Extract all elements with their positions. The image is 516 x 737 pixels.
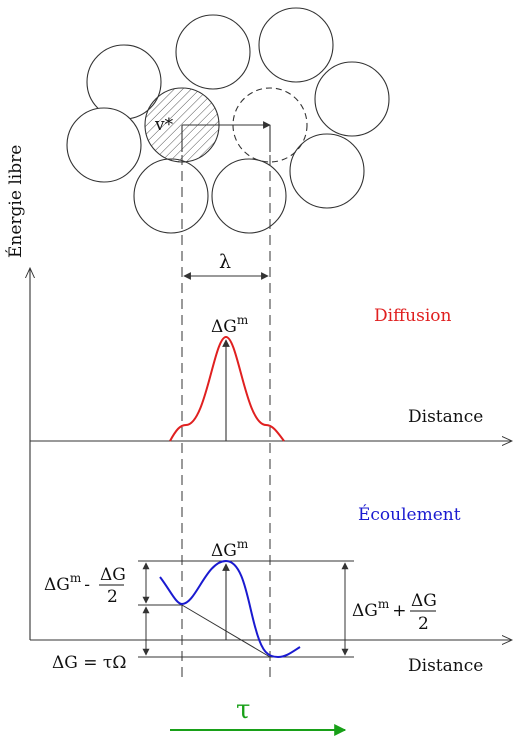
atom: [175, 14, 251, 90]
dgm-top-label: ΔGm: [211, 313, 249, 337]
vacancy-dashed-circle: [232, 87, 308, 163]
distance-label-bottom: Distance: [408, 656, 483, 676]
atom-cluster: [66, 7, 390, 234]
svg-text:ΔGm+: ΔGm+: [352, 597, 407, 621]
atom: [133, 158, 209, 234]
dg-equation: ΔG = τΩ: [52, 653, 126, 673]
svg-text:2: 2: [107, 587, 118, 607]
atom: [66, 107, 142, 183]
svg-text:ΔG: ΔG: [100, 565, 126, 585]
atom: [314, 61, 390, 137]
dgm-bottom-label: ΔGm: [211, 537, 249, 561]
svg-text:2: 2: [418, 614, 429, 634]
y-axis-label: Énergie libre: [5, 145, 26, 258]
ecoulement-label: Écoulement: [358, 504, 461, 525]
right-formula: ΔGm+ ΔG 2: [352, 591, 437, 634]
left-formula: ΔGm- ΔG 2: [44, 565, 126, 607]
diffusion-curve: [169, 335, 285, 442]
atom: [258, 7, 334, 83]
vacancy-label: v*: [154, 115, 174, 135]
lambda-label: λ: [219, 251, 231, 273]
svg-text:ΔG: ΔG: [411, 591, 437, 611]
tau-label: τ: [236, 695, 250, 725]
atom: [211, 158, 287, 234]
diffusion-label: Diffusion: [374, 306, 451, 326]
ecoulement-curve: [159, 559, 301, 659]
distance-label-top: Distance: [408, 407, 483, 427]
atom: [289, 133, 365, 209]
svg-text:ΔGm-: ΔGm-: [44, 571, 90, 595]
